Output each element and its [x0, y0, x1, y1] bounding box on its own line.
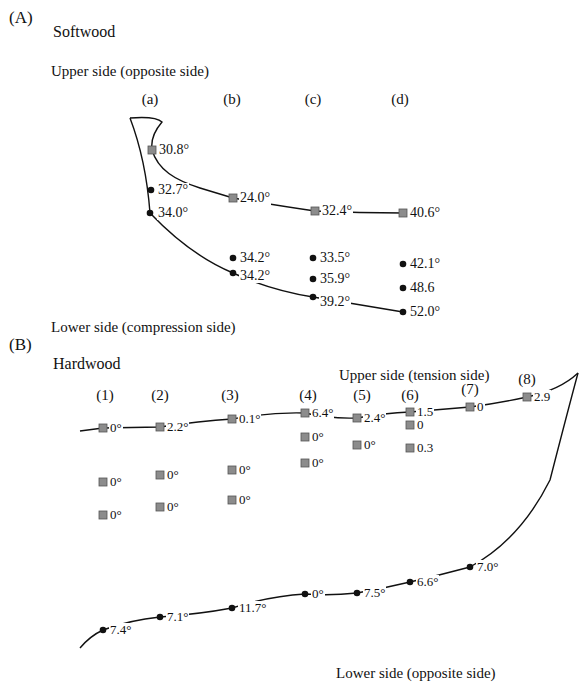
angle-value: 0° [238, 493, 252, 507]
angle-value: 2.2° [166, 420, 189, 434]
side-label: Upper side (opposite side) [50, 64, 210, 80]
angle-value: 0° [166, 468, 180, 482]
angle-value: 0° [109, 475, 123, 489]
angle-value: 33.5° [319, 251, 351, 266]
angle-value: 32.7° [157, 183, 189, 198]
angle-value: 39.2° [319, 295, 351, 310]
angle-value: 48.6 [409, 281, 436, 296]
angle-value: 0° [311, 430, 325, 444]
column-label: (c) [304, 92, 323, 108]
angle-value: 0° [363, 438, 377, 452]
angle-value: 34.2° [239, 269, 271, 284]
angle-value: 1.5 [416, 405, 434, 419]
angle-value: 7.4° [109, 623, 132, 637]
column-label: (8) [517, 372, 537, 388]
column-label: (7) [460, 382, 480, 398]
angle-value: 6.4° [311, 406, 334, 420]
column-label: (6) [400, 388, 420, 404]
hardwood-upper-edge [80, 373, 578, 431]
angle-value: 0° [109, 508, 123, 522]
panel-title: Softwood [52, 24, 116, 41]
angle-value: 35.9° [319, 272, 351, 287]
angle-value: 0 [416, 418, 425, 432]
angle-value: 7.5° [363, 586, 386, 600]
column-label: (d) [390, 92, 410, 108]
angle-value: 6.6° [416, 575, 439, 589]
angle-value: 0° [311, 456, 325, 470]
angle-value: 0.3 [416, 441, 434, 455]
panel-title: Hardwood [52, 356, 122, 373]
angle-value: 42.1° [409, 257, 441, 272]
column-label: (4) [298, 388, 318, 404]
angle-value: 30.8° [158, 143, 190, 158]
column-label: (b) [222, 92, 242, 108]
column-label: (3) [220, 388, 240, 404]
angle-value: 7.1° [166, 610, 189, 624]
side-label: Lower side (opposite side) [335, 666, 497, 682]
panel-letter: (A) [8, 9, 34, 27]
column-label: (a) [141, 92, 160, 108]
angle-value: 7.0° [476, 560, 499, 574]
angle-value: 52.0° [409, 305, 441, 320]
softwood-lower-edge [130, 118, 403, 312]
angle-value: 2.4° [363, 411, 386, 425]
angle-value: 0° [311, 587, 325, 601]
angle-value: 24.0° [239, 191, 271, 206]
angle-value: 0° [109, 421, 123, 435]
angle-value: 0 [476, 400, 485, 414]
angle-value: 34.0° [157, 206, 189, 221]
angle-value: 32.4° [321, 204, 353, 219]
side-label: Lower side (compression side) [50, 320, 237, 336]
hardwood-lower-edge [80, 373, 578, 648]
column-label: (1) [95, 388, 115, 404]
angle-value: 40.6° [409, 206, 441, 221]
softwood-upper-edge [130, 118, 403, 214]
angle-value: 0° [166, 500, 180, 514]
column-label: (2) [150, 388, 170, 404]
angle-value: 0° [238, 463, 252, 477]
angle-value: 0.1° [238, 412, 261, 426]
dot-markers [100, 187, 474, 634]
angle-value: 2.9 [533, 390, 551, 404]
angle-value: 11.7° [238, 601, 267, 615]
panel-letter: (B) [8, 336, 33, 354]
angle-value: 34.2° [239, 251, 271, 266]
column-label: (5) [352, 388, 372, 404]
